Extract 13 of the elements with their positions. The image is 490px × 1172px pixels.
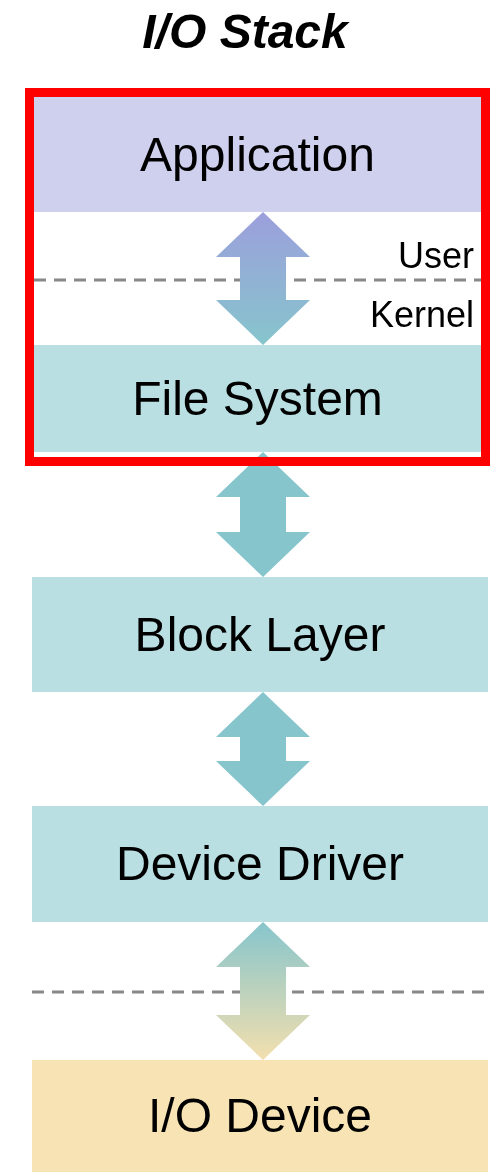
layer-box: Device Driver xyxy=(32,806,488,922)
layer-box: Block Layer xyxy=(32,577,488,692)
layer-box: I/O Device xyxy=(32,1060,488,1172)
boundary-label: User xyxy=(398,238,474,274)
boundary-label: Kernel xyxy=(369,297,474,333)
double-arrow xyxy=(216,922,310,1060)
layer-box: Application xyxy=(34,97,481,212)
title: I/O Stack xyxy=(141,8,351,56)
layer-box: File System xyxy=(34,345,481,452)
double-arrow xyxy=(216,212,310,345)
double-arrow xyxy=(216,452,310,577)
frame-box xyxy=(25,88,490,466)
double-arrow xyxy=(216,692,310,806)
